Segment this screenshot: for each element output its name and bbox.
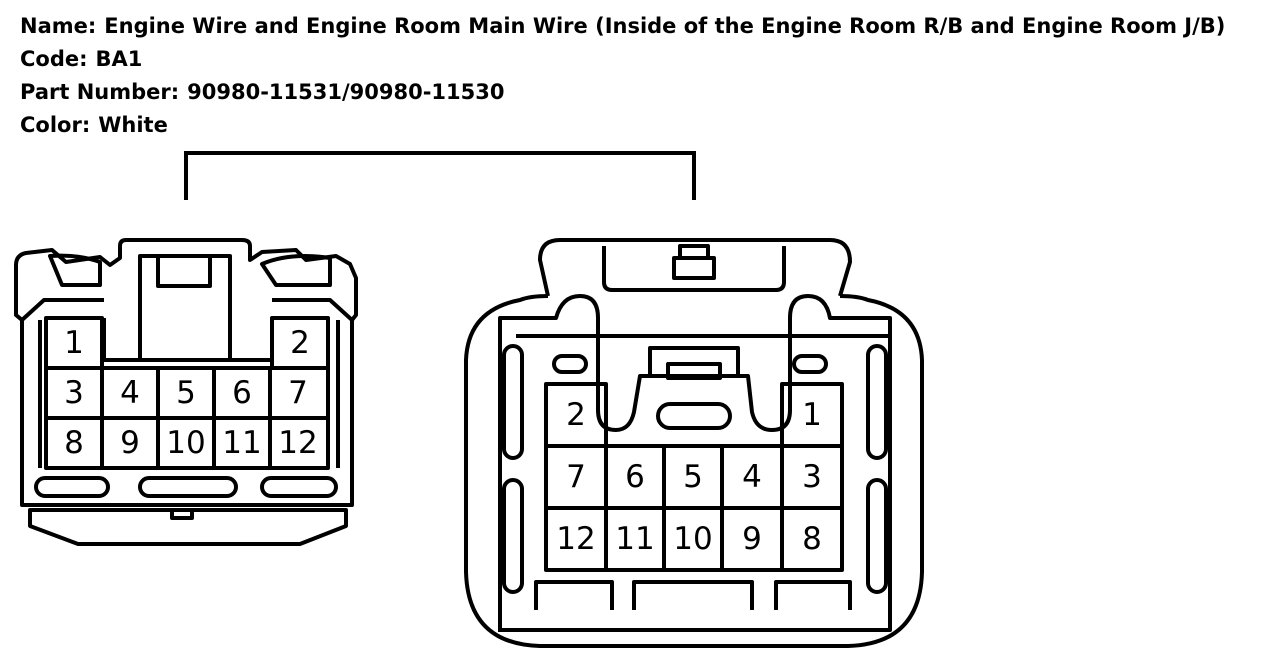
left-pin-label-6: 6 — [232, 375, 252, 411]
right-connector-outer-shell — [464, 294, 924, 648]
name-label: Name: — [20, 14, 97, 38]
right-connector-latch-tab — [666, 362, 722, 380]
left-connector-right-clip — [260, 254, 332, 287]
color-label: Color: — [20, 113, 91, 137]
right-connector-pin-slot-right — [792, 354, 828, 374]
right-pin-grid — [544, 444, 844, 572]
left-pin-label-2: 2 — [290, 325, 310, 361]
color-row: Color: White — [20, 109, 1225, 142]
left-connector-body — [14, 238, 358, 507]
left-pin-label-8: 8 — [64, 425, 84, 461]
right-connector-side-rib-right-bottom — [866, 478, 888, 594]
right-connector-inner-rim — [498, 334, 890, 632]
left-connector-latch-channel — [102, 318, 274, 362]
right-connector-lock-cap — [678, 244, 710, 260]
left-pin-label-4: 4 — [120, 375, 140, 411]
name-value: Engine Wire and Engine Room Main Wire (I… — [104, 14, 1226, 38]
left-pin-label-11: 11 — [222, 425, 261, 461]
color-value: White — [98, 113, 168, 137]
left-connector-latch-tab — [156, 254, 212, 288]
part-number-label: Part Number: — [20, 80, 180, 104]
right-pin-label-10: 10 — [673, 521, 712, 557]
part-number-value: 90980-11531/90980-11530 — [187, 80, 505, 104]
right-connector-hood-inner — [602, 246, 786, 292]
left-connector-slot-middle — [138, 476, 238, 498]
left-connector-left-clip — [48, 253, 102, 287]
part-number-row: Part Number: 90980-11531/90980-11530 — [20, 76, 1225, 109]
right-pin-label-7: 7 — [566, 459, 586, 495]
left-connector-inner-wall — [38, 320, 340, 468]
right-pin-label-6: 6 — [625, 459, 645, 495]
left-connector-slot-left — [34, 476, 110, 498]
right-connector-bottom-tabs — [534, 580, 852, 610]
left-connector-base — [28, 508, 348, 546]
right-connector-lock-top — [672, 256, 716, 280]
left-pin-label-7: 7 — [288, 375, 308, 411]
right-pin-label-3: 3 — [802, 459, 822, 495]
right-connector-side-rib-left-bottom — [502, 478, 524, 594]
code-value: BA1 — [95, 47, 143, 71]
right-connector-side-rib-left-top — [502, 344, 524, 460]
left-connector-right-shoulder — [272, 298, 354, 322]
left-pin-label-3: 3 — [64, 375, 84, 411]
code-row: Code: BA1 — [20, 43, 1225, 76]
right-pin-label-5: 5 — [683, 459, 703, 495]
right-connector-pin-slot-left — [552, 354, 588, 374]
right-pin-label-2: 2 — [566, 397, 586, 433]
name-row: Name: Engine Wire and Engine Room Main Wi… — [20, 10, 1225, 43]
left-connector-base-tab — [170, 508, 194, 520]
code-label: Code: — [20, 47, 88, 71]
right-pin-label-1: 1 — [802, 397, 822, 433]
right-connector-key-slot — [656, 402, 732, 430]
right-connector-face — [498, 294, 892, 632]
right-connector-pin-labels: 2 1 7 6 5 4 3 12 11 10 9 8 — [556, 397, 822, 557]
left-pin-label-10: 10 — [166, 425, 205, 461]
right-connector — [464, 238, 924, 648]
right-pin-label-4: 4 — [742, 459, 762, 495]
right-pin-label-9: 9 — [742, 521, 762, 557]
connector-pair-bracket — [184, 151, 696, 200]
right-pin-label-8: 8 — [802, 521, 822, 557]
left-connector-latch — [138, 254, 232, 362]
left-pin-label-9: 9 — [120, 425, 140, 461]
connector-info: Name: Engine Wire and Engine Room Main Wi… — [20, 10, 1225, 142]
left-connector-slot-right — [260, 476, 338, 498]
left-connector-left-shoulder — [20, 298, 104, 322]
right-connector-hood — [538, 238, 852, 297]
left-pin-grid — [44, 366, 330, 470]
left-pin-label-12: 12 — [278, 425, 317, 461]
left-pin-label-5: 5 — [176, 375, 196, 411]
right-connector-side-rib-right-top — [866, 344, 888, 460]
right-pin-label-12: 12 — [556, 521, 595, 557]
right-pin-label-11: 11 — [615, 521, 654, 557]
left-connector — [14, 238, 358, 546]
left-pin-label-1: 1 — [64, 325, 84, 361]
